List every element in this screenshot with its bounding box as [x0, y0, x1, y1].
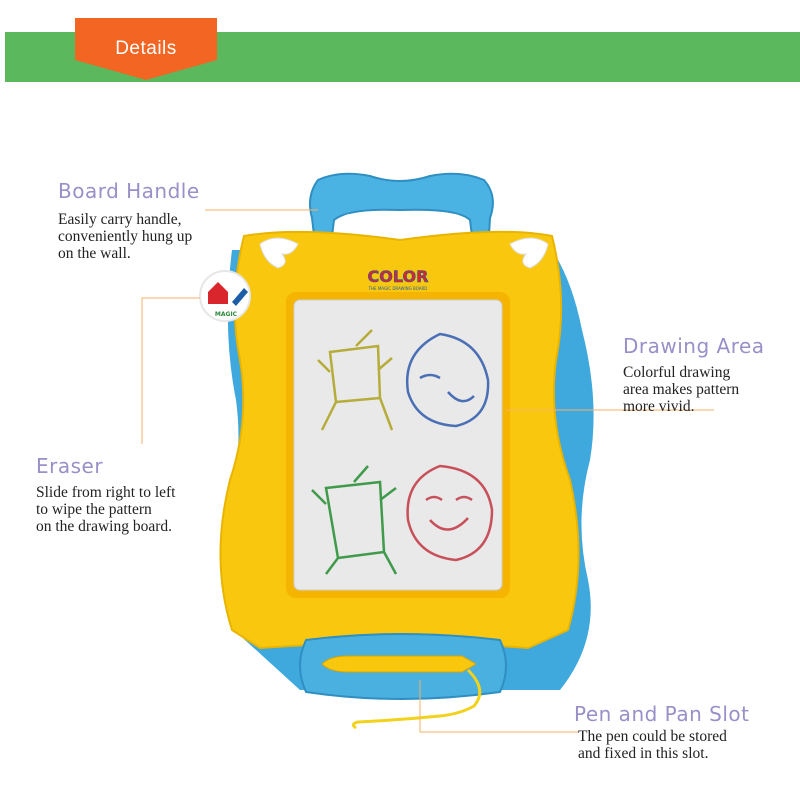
- description-line: Easily carry handle,: [58, 211, 182, 228]
- description-line: conveniently hung up: [58, 228, 193, 245]
- magic-badge-text: MAGIC: [215, 311, 238, 318]
- color-logo: COLOR: [368, 267, 429, 286]
- badge-pencil-icon: [232, 288, 248, 306]
- pen-leader-line: [419, 680, 578, 733]
- description-line: Colorful drawing: [623, 364, 731, 381]
- details-label: Details: [115, 38, 177, 59]
- description-line: more vivid.: [623, 398, 695, 415]
- details-tab-shape: [75, 18, 217, 80]
- magnetic-pen: [321, 655, 478, 673]
- drawing-screen: [293, 299, 503, 591]
- drawing-face-bottom: [406, 464, 494, 562]
- color-logo-subtext: THE MAGIC DRAWING BOARD: [368, 286, 428, 291]
- description-line: Slide from right to left: [36, 484, 176, 501]
- pen-cord: [351, 668, 482, 730]
- badge-house-icon: [208, 282, 228, 304]
- board-handle: [309, 172, 494, 253]
- board-handle-title: Board Handle: [58, 179, 200, 203]
- description-line: The pen could be stored: [578, 728, 727, 745]
- description-line: to wipe the pattern: [36, 501, 152, 518]
- description-line: on the wall.: [58, 245, 131, 262]
- description-line: and fixed in this slot.: [578, 745, 709, 762]
- eraser-description: Slide from right to left to wipe the pat…: [36, 484, 175, 535]
- eraser-title: Eraser: [36, 454, 104, 478]
- description-line: area makes pattern: [623, 381, 740, 398]
- drawing-area-description: Colorful drawing area makes pattern more…: [623, 364, 739, 415]
- pen-slot-title: Pen and Pan Slot: [574, 702, 750, 726]
- eraser-leader-line: [141, 297, 200, 444]
- description-line: on the drawing board.: [36, 518, 173, 535]
- drawing-face-top: [405, 332, 490, 428]
- wing-ornament-left: [259, 237, 299, 269]
- pen-slot-description: The pen could be stored and fixed in thi…: [578, 728, 727, 762]
- drawing-stick-figure-top: [317, 329, 394, 431]
- drawing-stick-figure-bottom: [311, 465, 398, 575]
- wing-ornament-right: [509, 237, 549, 269]
- board-handle-description: Easily carry handle, conveniently hung u…: [58, 211, 192, 262]
- details-tab: [75, 18, 217, 80]
- drawing-area-title: Drawing Area: [623, 334, 765, 358]
